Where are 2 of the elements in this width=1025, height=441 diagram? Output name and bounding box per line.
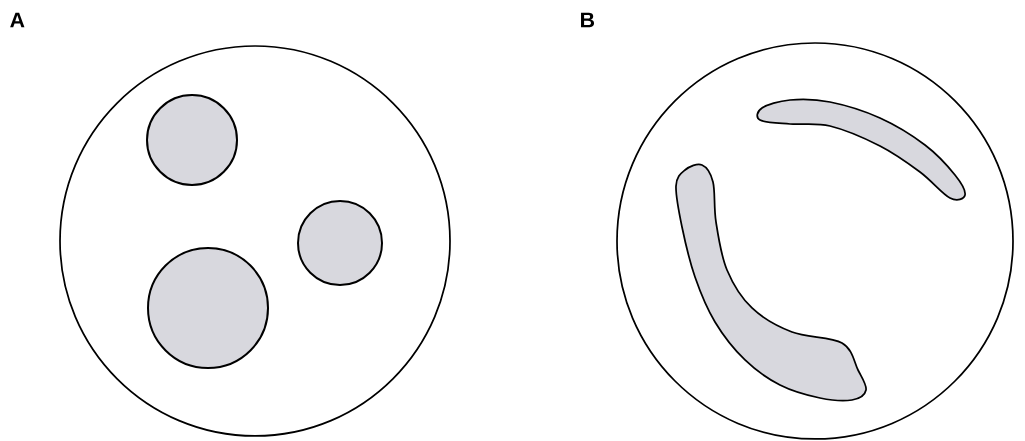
panel-label: A bbox=[10, 12, 25, 28]
panel-label: B bbox=[581, 12, 595, 28]
